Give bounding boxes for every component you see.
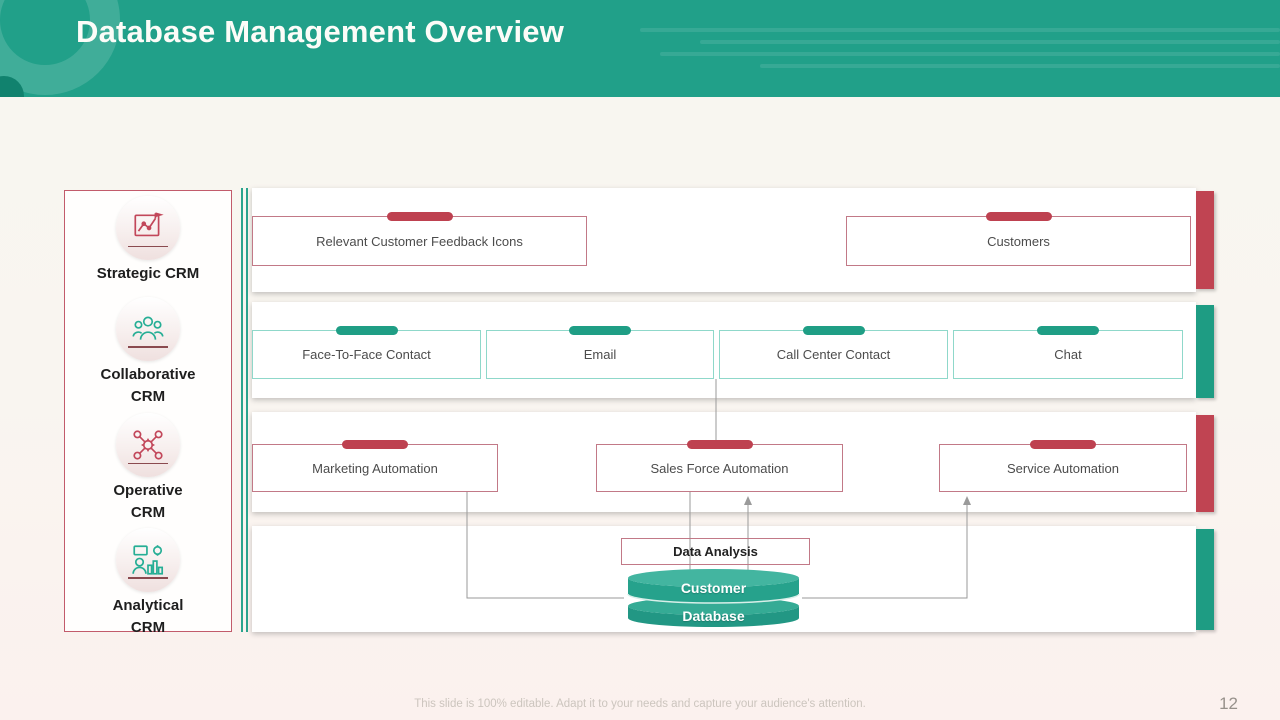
icon-underline bbox=[128, 577, 168, 579]
accent-pill bbox=[335, 326, 398, 335]
customers-box: Customers bbox=[846, 212, 1191, 266]
accent-pill bbox=[802, 326, 865, 335]
box-label: Relevant Customer Feedback Icons bbox=[316, 233, 523, 249]
decorative-stripe bbox=[640, 28, 1280, 32]
crm-icon-circle bbox=[116, 296, 180, 361]
service-automation-box: Service Automation bbox=[939, 440, 1187, 492]
crm-label: Strategic CRM bbox=[96, 265, 200, 282]
row-accent-tab-teal bbox=[1196, 305, 1214, 398]
accent-pill bbox=[686, 440, 753, 449]
box-label: Marketing Automation bbox=[312, 460, 438, 476]
box-label: Customers bbox=[987, 233, 1050, 249]
database-label-top: Customer bbox=[680, 580, 747, 596]
crm-item-collaborative: Collaborative CRM bbox=[100, 296, 196, 408]
strategy-board-icon bbox=[134, 212, 164, 237]
crm-icon-circle bbox=[116, 527, 180, 592]
email-box: Email bbox=[486, 326, 714, 379]
person-analytics-icon bbox=[132, 544, 164, 575]
box-label: Sales Force Automation bbox=[650, 460, 789, 476]
decorative-arc bbox=[0, 76, 24, 97]
crm-item-strategic: Strategic CRM bbox=[96, 196, 200, 285]
vertical-rail bbox=[246, 188, 248, 632]
chat-box: Chat bbox=[953, 326, 1183, 379]
crm-label: Operative CRM bbox=[113, 482, 183, 521]
box-label: Service Automation bbox=[1006, 460, 1119, 476]
decorative-stripe bbox=[700, 40, 1280, 44]
face-to-face-contact-box: Face-To-Face Contact bbox=[252, 326, 481, 379]
box-label: Email bbox=[583, 347, 617, 362]
icon-underline bbox=[128, 346, 168, 348]
crm-icon-circle bbox=[115, 413, 180, 478]
row-accent-tab-teal bbox=[1196, 529, 1214, 630]
crm-label: Collaborative CRM bbox=[100, 365, 196, 405]
crm-item-analytical: Analytical CRM bbox=[112, 527, 184, 639]
accent-pill bbox=[569, 326, 631, 335]
slide-title: Database Management Overview bbox=[76, 14, 565, 49]
gear-network-icon bbox=[133, 430, 163, 460]
box-label: Face-To-Face Contact bbox=[302, 347, 431, 362]
icon-underline bbox=[127, 462, 168, 465]
database-cylinder-icon bbox=[627, 569, 800, 627]
slide-header: Database Management Overview bbox=[0, 0, 1280, 97]
accent-pill bbox=[1037, 326, 1099, 335]
call-center-contact-box: Call Center Contact bbox=[719, 326, 948, 379]
accent-pill bbox=[1030, 440, 1096, 449]
accent-pill bbox=[342, 440, 408, 449]
accent-pill bbox=[386, 212, 453, 221]
box-label: Data Analysis bbox=[673, 544, 758, 559]
accent-pill bbox=[985, 212, 1052, 221]
decorative-stripe bbox=[660, 52, 1280, 56]
page-number: 12 bbox=[1219, 694, 1238, 713]
icon-underline bbox=[128, 245, 168, 247]
sales-force-automation-box: Sales Force Automation bbox=[596, 440, 843, 492]
data-analysis-box: Data Analysis bbox=[621, 538, 810, 565]
feedback-icons-box: Relevant Customer Feedback Icons bbox=[252, 212, 587, 266]
row-accent-tab-red bbox=[1196, 415, 1214, 512]
footer-note: This slide is 100% editable. Adapt it to… bbox=[414, 698, 866, 710]
row-accent-tab-red bbox=[1196, 191, 1214, 289]
crm-item-operative: Operative CRM bbox=[113, 413, 183, 524]
box-label: Call Center Contact bbox=[776, 347, 891, 362]
decorative-stripe bbox=[760, 64, 1280, 68]
vertical-rail bbox=[241, 188, 243, 632]
crm-label: Analytical CRM bbox=[112, 596, 184, 636]
database-label-bottom: Database bbox=[682, 608, 745, 624]
marketing-automation-box: Marketing Automation bbox=[252, 440, 498, 492]
team-collaboration-icon bbox=[132, 316, 164, 340]
box-label: Chat bbox=[1054, 347, 1082, 362]
crm-icon-circle bbox=[116, 196, 180, 260]
customer-database-cylinder: Customer Database bbox=[625, 568, 802, 632]
crm-types-panel: Strategic CRM Collaborative CRM bbox=[64, 190, 232, 636]
